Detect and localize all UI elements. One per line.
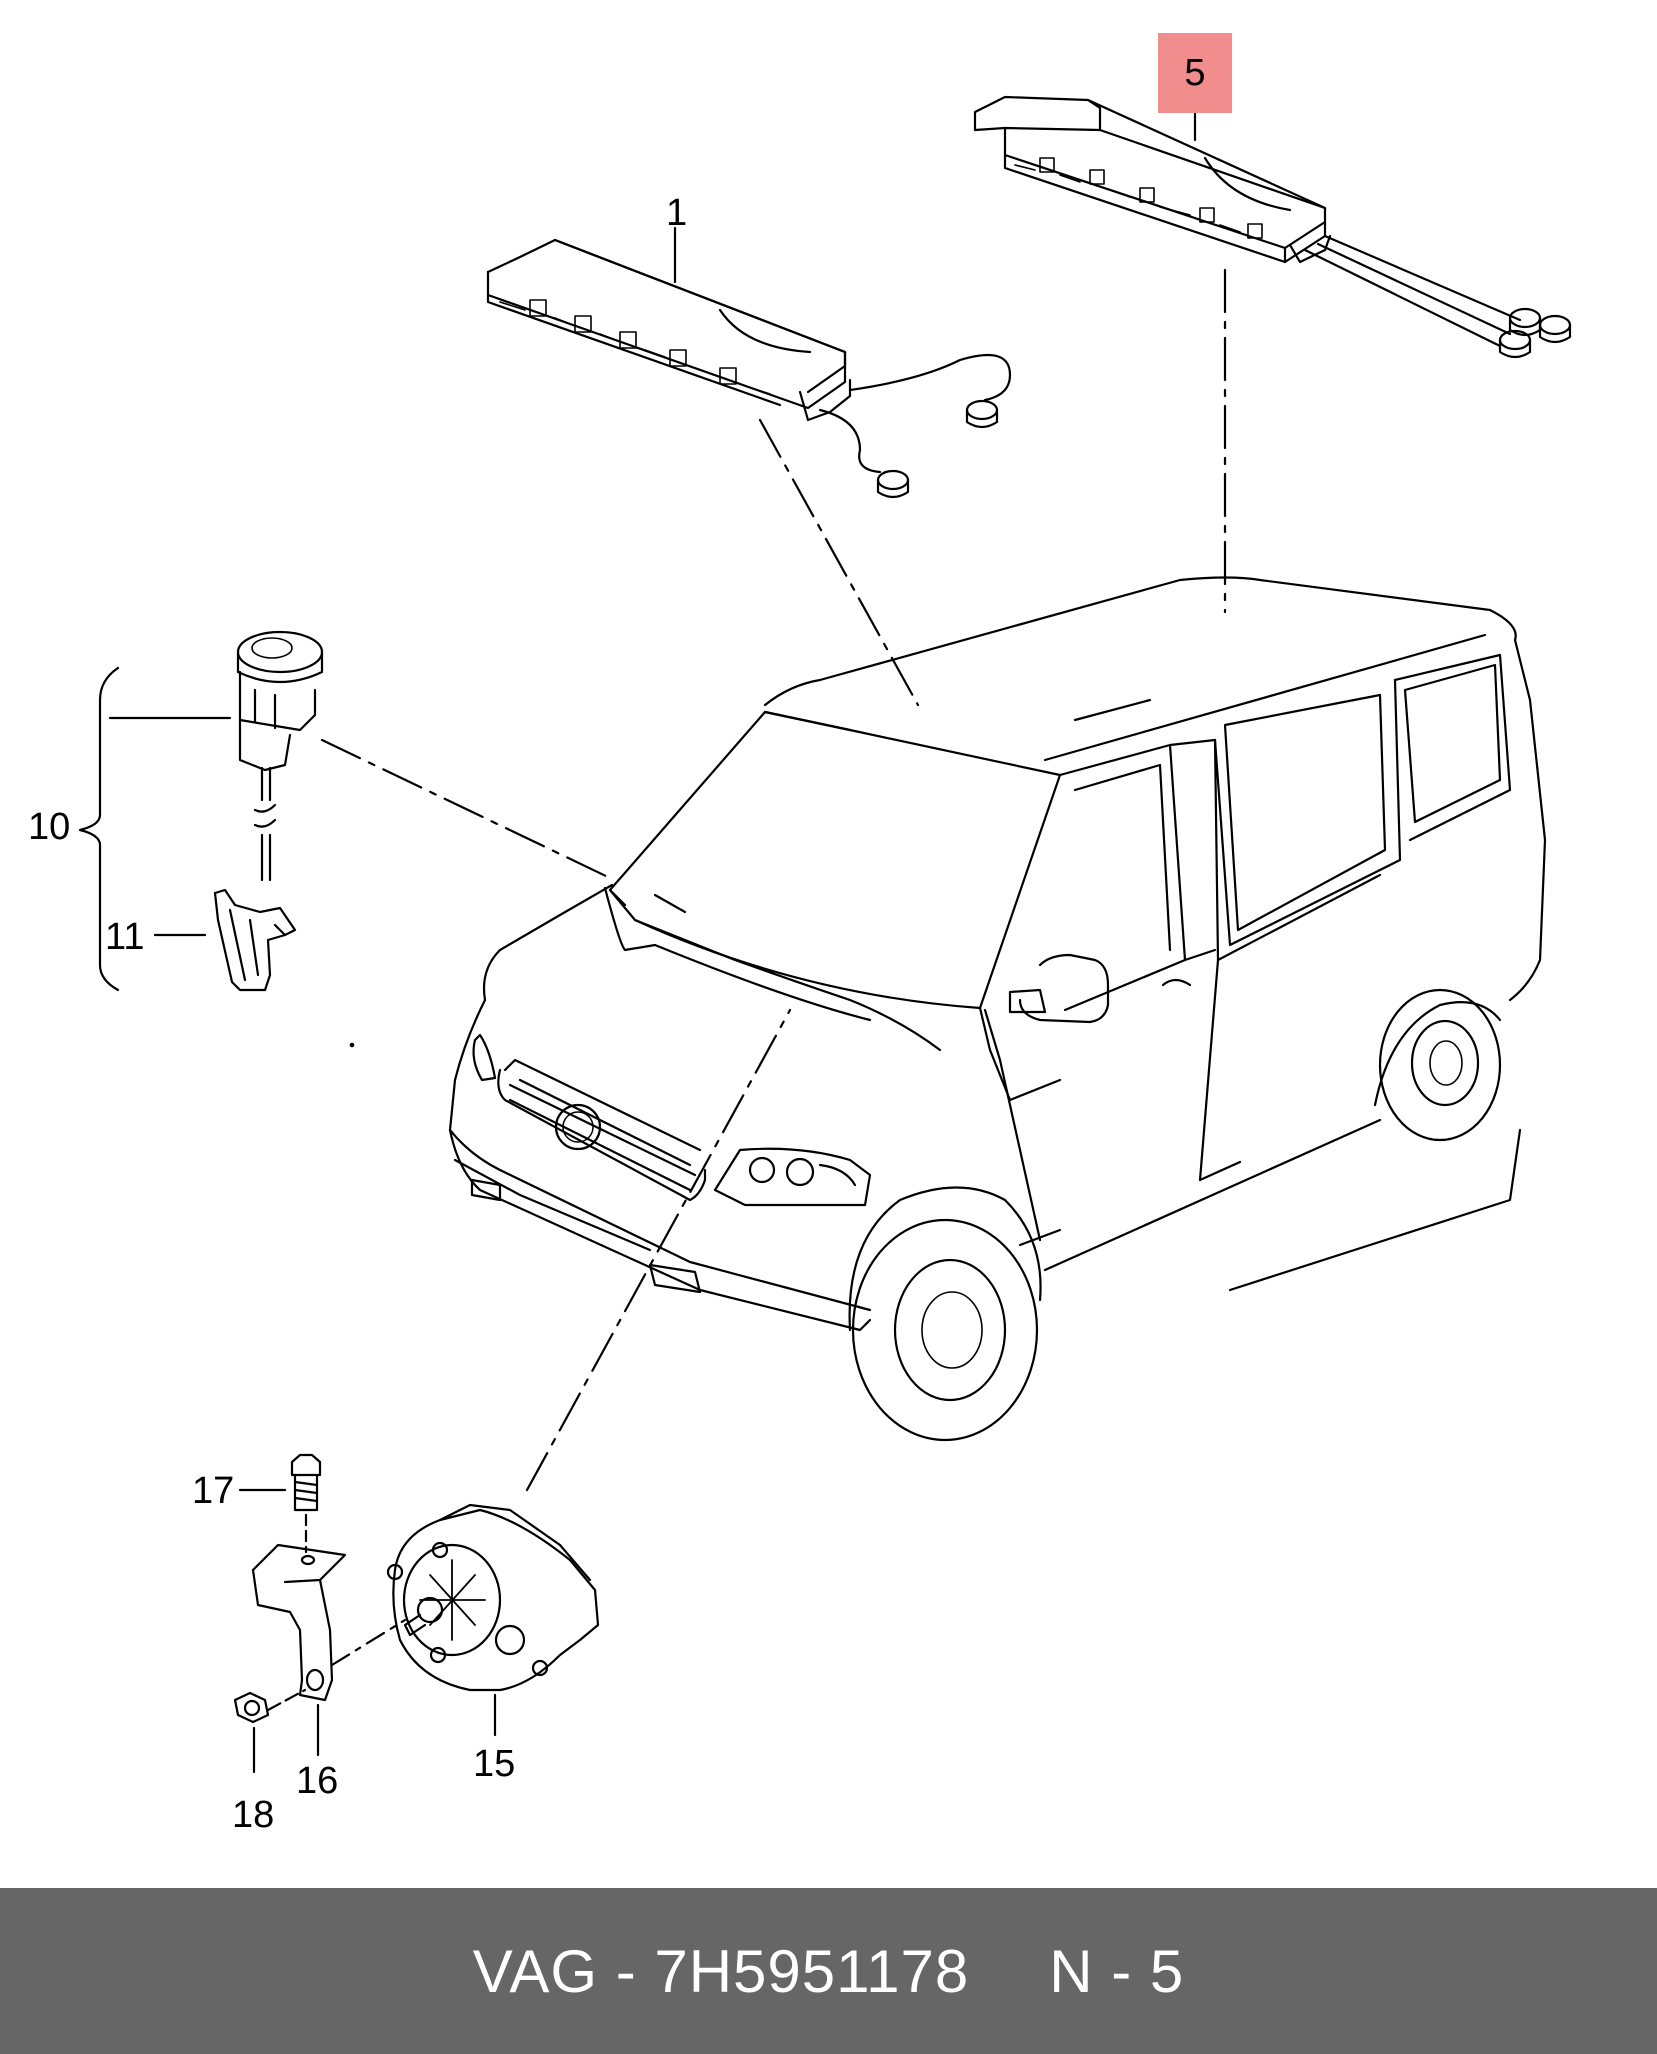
footer-position: N - 5	[1049, 1937, 1185, 2005]
dash-10-to-van	[322, 740, 610, 878]
callout-16: 16	[296, 1760, 339, 1802]
callout-15: 15	[473, 1743, 516, 1785]
callout-11: 11	[105, 916, 145, 958]
part-1-control-module	[488, 240, 1010, 497]
bracket-10	[80, 668, 118, 990]
callout-18: 18	[232, 1794, 275, 1836]
part-18-nut	[235, 1693, 268, 1722]
part-15-horn	[388, 1505, 598, 1690]
callout-5-highlight: 5	[1158, 33, 1232, 113]
part-11-clip	[215, 890, 295, 990]
dash-15-to-van	[527, 1010, 790, 1490]
callout-1: 1	[666, 192, 688, 234]
dash-1-to-van	[760, 420, 918, 705]
callout-17: 17	[192, 1470, 235, 1512]
van-illustration	[450, 578, 1545, 1441]
callout-10: 10	[28, 806, 71, 848]
callout-5: 5	[1184, 51, 1206, 94]
stray-dot	[351, 1044, 353, 1046]
footer-part-number: VAG - 7H5951178	[472, 1937, 970, 2005]
footer-bar: VAG - 7H5951178 N - 5	[0, 1888, 1657, 2054]
dash-horn-to-bracket	[332, 1620, 405, 1665]
dash-nut-to-bracket	[268, 1690, 305, 1710]
part-5-control-module	[975, 97, 1570, 357]
part-16-bracket	[253, 1545, 345, 1700]
parts-diagram	[0, 0, 1657, 1888]
part-17-bolt	[292, 1455, 320, 1510]
part-10-sensor-assembly	[238, 632, 322, 880]
